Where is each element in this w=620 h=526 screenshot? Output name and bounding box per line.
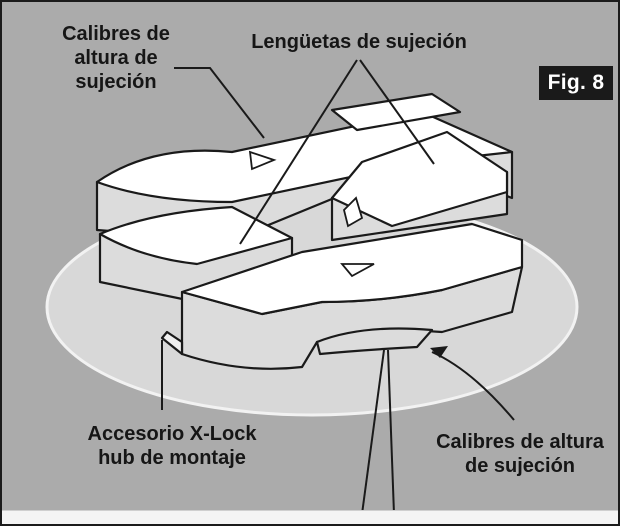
- mounting-hub: [95, 92, 524, 370]
- label-line: Calibres de: [62, 23, 170, 45]
- bottom-strip: [2, 510, 618, 524]
- front-notch: [315, 327, 434, 356]
- label-line: sujeción: [75, 71, 157, 93]
- leader-tab-right: [359, 59, 435, 165]
- label-line: hub de montaje: [98, 447, 246, 469]
- gauge-triangle-right: [343, 196, 364, 228]
- pointer-line-right: [387, 349, 395, 515]
- label-clamping-tabs: Lengüetas de sujeción: [237, 30, 481, 54]
- label-line: de sujeción: [464, 455, 576, 477]
- leader-lines: [161, 59, 515, 515]
- label-line: altura de: [74, 47, 158, 69]
- gauge-triangle-back: [248, 150, 277, 171]
- label-height-gauges-bottom: Calibres de altura de sujeción: [422, 430, 618, 478]
- gauge-triangle-front: [340, 263, 375, 278]
- label-line: Lengüetas de sujeción: [251, 31, 467, 53]
- leader-top-left: [174, 67, 265, 139]
- arrowhead-icon: [430, 346, 448, 358]
- back-block-top: [95, 110, 514, 204]
- right-block-top: [330, 130, 509, 228]
- label-x-lock-hub: Accesorio X-Lock hub de montaje: [72, 422, 272, 470]
- label-line: Accesorio X-Lock: [87, 423, 257, 445]
- label-height-gauges-top: Calibres de altura de sujeción: [52, 22, 180, 94]
- leader-tab-left: [239, 59, 358, 245]
- hub-base: [160, 330, 184, 356]
- label-line: Calibres de altura: [436, 431, 604, 453]
- left-block-top: [98, 205, 294, 266]
- gauge-triangles: [248, 150, 375, 278]
- figure-number-badge: Fig. 8: [539, 66, 613, 100]
- pointer-line-left: [361, 349, 385, 515]
